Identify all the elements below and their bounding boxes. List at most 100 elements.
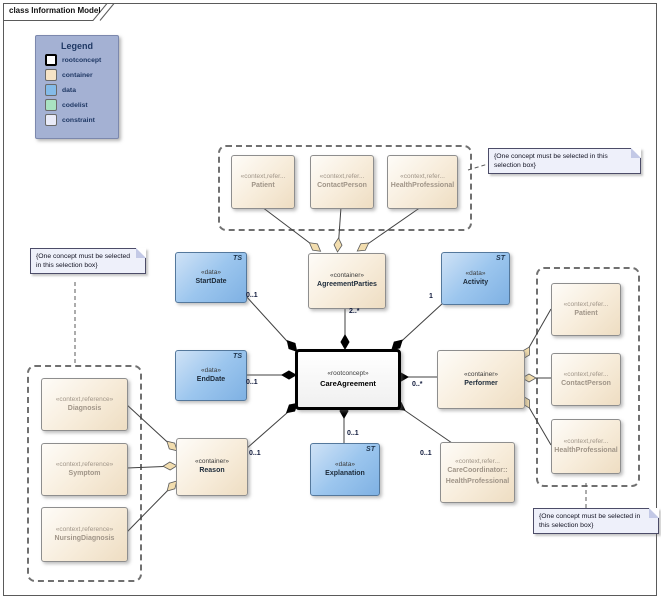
node-diagnosis[interactable]: «context,reference» Diagnosis <box>41 378 128 431</box>
node-name: Performer <box>464 379 498 387</box>
node-name: HealthProfessional <box>390 182 455 190</box>
stereotype: «data» <box>335 460 355 468</box>
note-left[interactable]: {One concept must be selected in this se… <box>30 248 146 275</box>
node-performer-contact-person[interactable]: «context,refer... ContactPerson <box>551 353 621 406</box>
node-name: Diagnosis <box>67 404 102 412</box>
frame-tab-shape-icon <box>3 3 115 21</box>
legend-item-codelist: codelist <box>45 99 118 111</box>
datatype-tag: ST <box>496 255 505 262</box>
node-name: Explanation <box>325 469 365 477</box>
legend-title: Legend <box>60 41 93 51</box>
multiplicity-agreement-parties: 2..* <box>349 308 360 315</box>
note-fold-icon <box>136 248 146 258</box>
node-start-date[interactable]: TS «data» StartDate <box>175 252 247 303</box>
node-name: Reason <box>199 467 225 475</box>
note-fold-icon <box>631 148 641 158</box>
multiplicity-explanation: 0..1 <box>347 430 359 437</box>
multiplicity-activity: 1 <box>429 293 433 300</box>
stereotype: «data» <box>201 366 221 374</box>
legend-item-container: container <box>45 69 118 81</box>
multiplicity-end-date: 0..1 <box>246 379 258 386</box>
node-performer-health-professional[interactable]: «context,refer... HealthProfessional <box>551 419 621 474</box>
legend-label: constraint <box>62 116 95 124</box>
node-name: ContactPerson <box>561 379 611 387</box>
node-symptom[interactable]: «context,reference» Symptom <box>41 443 128 496</box>
stereotype: «rootconcept» <box>327 370 369 378</box>
note-fold-icon <box>649 508 659 518</box>
node-name: CareAgreement <box>320 379 376 389</box>
node-name: AgreementParties <box>317 281 377 289</box>
node-care-coordinator-health-professional[interactable]: «context,refer... CareCoordinator:: Heal… <box>440 442 515 503</box>
node-care-agreement[interactable]: «rootconcept» CareAgreement <box>295 349 401 410</box>
multiplicity-care-coordinator: 0..1 <box>420 450 432 457</box>
note-text: {One concept must be selected in this se… <box>539 513 641 530</box>
stereotype: «context,reference» <box>55 395 114 403</box>
note-text: {One concept must be selected in this se… <box>36 253 131 270</box>
multiplicity-start-date: 0..1 <box>246 292 258 299</box>
stereotype: «context,reference» <box>55 525 114 533</box>
stereotype: «context,refer... <box>563 437 609 445</box>
selection-box-reason[interactable] <box>27 365 142 582</box>
node-party-patient[interactable]: «context,refer... Patient <box>231 155 295 209</box>
note-text: {One concept must be selected in this se… <box>494 153 608 170</box>
stereotype: «context,refer... <box>455 458 500 466</box>
legend-item-rootconcept: rootconcept <box>45 54 118 66</box>
note-bottom-right[interactable]: {One concept must be selected in this se… <box>533 508 659 535</box>
node-name: NursingDiagnosis <box>54 534 115 542</box>
stereotype: «data» <box>465 269 486 277</box>
frame-title-tab: class Information Model <box>3 3 133 23</box>
node-agreement-parties[interactable]: «container» AgreementParties <box>308 253 386 309</box>
node-name: HealthProfessional <box>554 446 618 454</box>
node-name: Activity <box>462 278 489 286</box>
legend-item-constraint: constraint <box>45 114 118 126</box>
stereotype: «context,refer... <box>240 173 286 181</box>
node-activity[interactable]: ST «data» Activity <box>441 252 510 305</box>
stereotype: «context,refer... <box>563 370 609 378</box>
node-end-date[interactable]: TS «data» EndDate <box>175 350 247 401</box>
node-name: Symptom <box>68 469 101 477</box>
node-party-contact-person[interactable]: «context,refer... ContactPerson <box>310 155 374 209</box>
datatype-tag: TS <box>233 255 242 262</box>
legend-item-data: data <box>45 84 118 96</box>
stereotype: «context,refer... <box>319 173 365 181</box>
stereotype: «data» <box>201 268 221 276</box>
stereotype: «container» <box>330 272 364 280</box>
node-name: StartDate <box>195 277 227 285</box>
node-party-health-professional[interactable]: «context,refer... HealthProfessional <box>387 155 458 209</box>
stereotype: «context,reference» <box>55 460 114 468</box>
stereotype: «container» <box>464 370 498 378</box>
diagram-frame <box>3 3 657 596</box>
data-swatch-icon <box>45 84 57 96</box>
legend-label: codelist <box>62 101 88 109</box>
node-explanation[interactable]: ST «data» Explanation <box>310 443 380 496</box>
legend-label: data <box>62 86 76 94</box>
note-top-right[interactable]: {One concept must be selected in this se… <box>488 148 641 175</box>
legend-label: container <box>62 71 93 79</box>
node-nursing-diagnosis[interactable]: «context,reference» NursingDiagnosis <box>41 507 128 562</box>
multiplicity-reason: 0..1 <box>249 450 261 457</box>
selection-box-performer[interactable] <box>536 267 640 487</box>
selection-box-agreement-parties[interactable] <box>218 145 472 231</box>
constraint-swatch-icon <box>45 114 57 126</box>
codelist-swatch-icon <box>45 99 57 111</box>
stereotype: «container» <box>195 458 229 466</box>
node-name: CareCoordinator:: <box>447 467 508 475</box>
node-performer[interactable]: «container» Performer <box>437 350 525 409</box>
rootconcept-swatch-icon <box>45 54 57 66</box>
legend[interactable]: Legend rootconcept container data codeli… <box>35 35 119 139</box>
node-name: ContactPerson <box>317 182 367 190</box>
datatype-tag: TS <box>233 353 242 360</box>
diagram-title: class Information Model <box>9 6 101 15</box>
datatype-tag: ST <box>366 446 375 453</box>
node-name: HealthProfessional <box>445 478 510 485</box>
node-name: EndDate <box>196 375 226 383</box>
container-swatch-icon <box>45 69 57 81</box>
node-performer-patient[interactable]: «context,refer... Patient <box>551 283 621 336</box>
multiplicity-performer: 0..* <box>412 381 423 388</box>
stereotype: «context,refer... <box>563 300 609 308</box>
node-name: Patient <box>251 182 275 190</box>
stereotype: «context,refer... <box>400 173 445 181</box>
node-name: Patient <box>574 309 598 317</box>
node-reason[interactable]: «container» Reason <box>176 438 248 496</box>
